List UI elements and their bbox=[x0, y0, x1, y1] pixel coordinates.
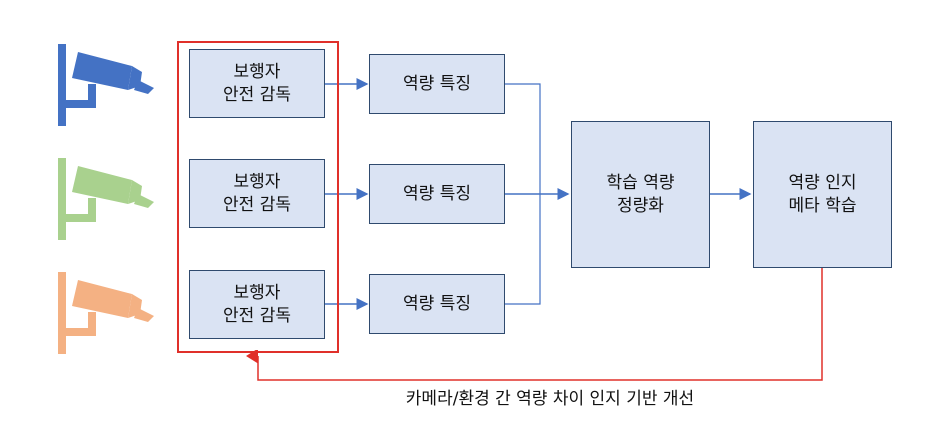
supervision-line2: 안전 감독 bbox=[223, 84, 291, 105]
cctv-camera-orange-icon bbox=[58, 272, 154, 354]
supervision-box-2: 보행자 안전 감독 bbox=[189, 159, 325, 228]
meta-line1: 역량 인지 bbox=[788, 172, 857, 193]
feature-label: 역량 특징 bbox=[403, 183, 471, 204]
merge-line-top bbox=[505, 83, 541, 194]
supervision-line1: 보행자 bbox=[233, 61, 281, 82]
quantify-line2: 정량화 bbox=[617, 195, 664, 216]
feature-label: 역량 특징 bbox=[403, 293, 471, 314]
supervision-box-1: 보행자 안전 감독 bbox=[189, 49, 325, 118]
meta-line2: 메타 학습 bbox=[788, 195, 857, 216]
feedback-caption: 카메라/환경 간 역량 차이 인지 기반 개선 bbox=[405, 389, 695, 409]
supervision-highlight-frame bbox=[177, 41, 339, 353]
feedback-loop-line bbox=[258, 268, 823, 381]
supervision-box-3: 보행자 안전 감독 bbox=[189, 270, 325, 339]
supervision-line1: 보행자 bbox=[233, 282, 281, 303]
quantify-line1: 학습 역량 bbox=[606, 172, 675, 193]
supervision-line2: 안전 감독 bbox=[223, 194, 291, 215]
supervision-line1: 보행자 bbox=[233, 171, 281, 192]
supervision-line2: 안전 감독 bbox=[223, 305, 291, 326]
feature-label: 역량 특징 bbox=[403, 73, 471, 94]
feature-box-1: 역량 특징 bbox=[369, 54, 505, 114]
meta-learning-box: 역량 인지 메타 학습 bbox=[753, 121, 892, 268]
cctv-camera-blue-icon bbox=[58, 44, 154, 126]
feature-box-2: 역량 특징 bbox=[369, 164, 505, 224]
cctv-camera-green-icon bbox=[58, 158, 154, 240]
quantify-box: 학습 역량 정량화 bbox=[571, 121, 710, 268]
feature-box-3: 역량 특징 bbox=[369, 274, 505, 334]
merge-line-bottom bbox=[505, 194, 541, 305]
